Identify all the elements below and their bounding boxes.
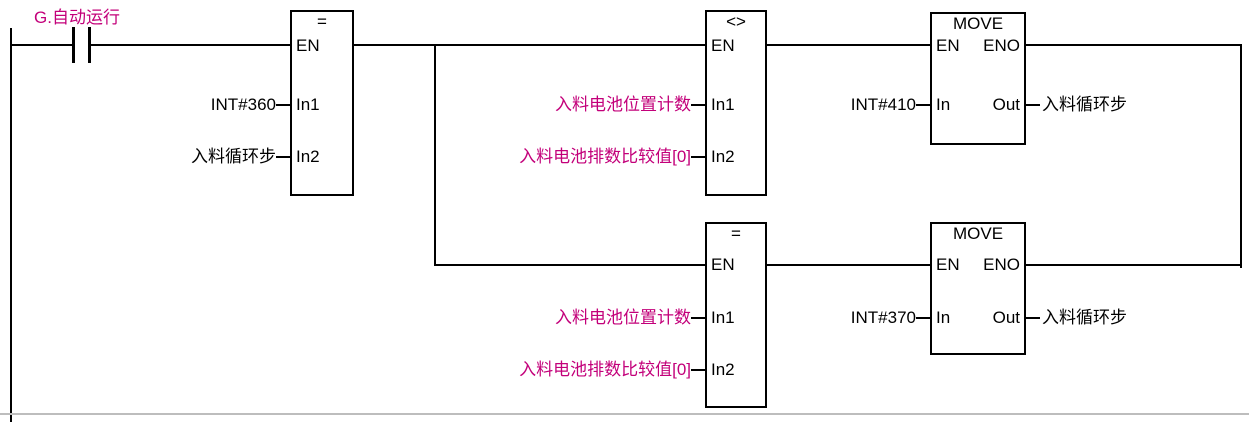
in-label: In: [936, 308, 951, 327]
function-block-move-top[interactable]: [930, 12, 1026, 145]
in1-label: In1: [296, 95, 320, 114]
function-block-eq-top[interactable]: [290, 10, 354, 196]
block-title: <>: [726, 12, 746, 31]
wire: [691, 104, 705, 106]
en-label: EN: [296, 36, 320, 55]
wire: [767, 264, 930, 266]
operand-out[interactable]: 入料循环步: [1042, 95, 1127, 114]
operand-in1[interactable]: 入料电池位置计数: [555, 95, 691, 114]
contact-right-bar[interactable]: [88, 27, 91, 63]
in1-label: In1: [711, 308, 735, 327]
rung-separator: [0, 413, 1249, 415]
wire: [354, 44, 705, 46]
wire: [434, 264, 705, 266]
function-block-neq[interactable]: [705, 10, 767, 196]
operand-in2[interactable]: 入料电池排数比较值[0]: [519, 147, 691, 166]
wire: [916, 104, 930, 106]
wire: [10, 44, 72, 46]
wire: [91, 44, 290, 46]
out-label: Out: [992, 308, 1020, 327]
wire: [276, 104, 290, 106]
wire: [767, 44, 930, 46]
wire: [1026, 44, 1240, 46]
operand-out[interactable]: 入料循环步: [1042, 308, 1127, 327]
in2-label: In2: [711, 360, 735, 379]
wire: [1026, 264, 1240, 266]
block-title: MOVE: [952, 14, 1004, 33]
operand-in1[interactable]: 入料电池位置计数: [555, 308, 691, 327]
contact-left-bar[interactable]: [72, 27, 75, 63]
operand-in[interactable]: INT#370: [850, 308, 916, 327]
in-label: In: [936, 95, 951, 114]
right-power-rail: [1240, 44, 1242, 268]
wire: [691, 369, 705, 371]
wire: [691, 317, 705, 319]
wire: [916, 317, 930, 319]
out-label: Out: [992, 95, 1020, 114]
function-block-move-bottom[interactable]: [930, 222, 1026, 355]
function-block-eq-bottom[interactable]: [705, 222, 767, 408]
left-power-rail: [10, 28, 12, 422]
operand-in[interactable]: INT#410: [850, 95, 916, 114]
block-title: MOVE: [952, 224, 1004, 243]
in2-label: In2: [296, 147, 320, 166]
eno-label: ENO: [983, 36, 1020, 55]
en-label: EN: [711, 36, 735, 55]
in2-label: In2: [711, 147, 735, 166]
en-label: EN: [711, 255, 735, 274]
block-title: =: [731, 224, 741, 243]
wire: [691, 156, 705, 158]
en-label: EN: [936, 255, 960, 274]
branch-wire: [434, 44, 436, 266]
en-label: EN: [936, 36, 960, 55]
wire: [1026, 317, 1040, 319]
block-title: =: [317, 12, 327, 31]
in1-label: In1: [711, 95, 735, 114]
operand-in1[interactable]: INT#360: [210, 95, 276, 114]
wire: [1026, 104, 1040, 106]
wire: [276, 156, 290, 158]
eno-label: ENO: [983, 255, 1020, 274]
operand-in2[interactable]: 入料循环步: [191, 147, 276, 166]
operand-in2[interactable]: 入料电池排数比较值[0]: [519, 360, 691, 379]
contact-label[interactable]: G.自动运行: [34, 8, 120, 27]
